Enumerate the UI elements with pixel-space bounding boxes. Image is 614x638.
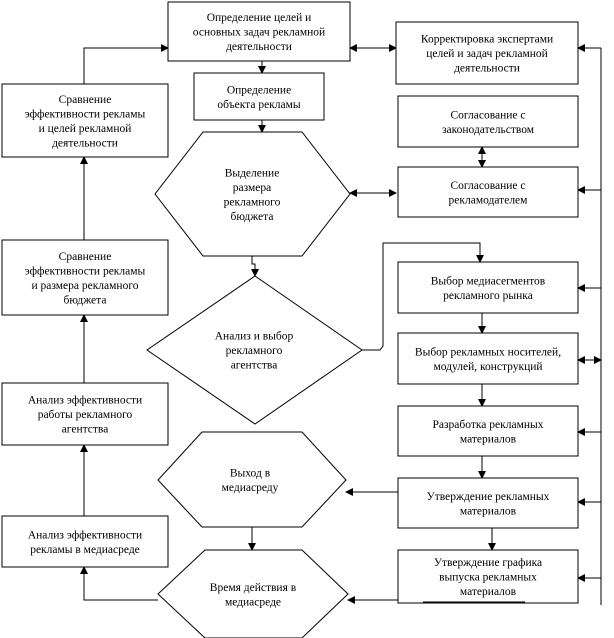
node-label-line: рекламы в медиасреде [30,544,140,556]
node-label-line: деятельности [454,63,520,75]
node-label-line: Утверждение рекламных [427,491,550,503]
node-carriers-box [397,332,579,385]
node-media-eff-text: Анализ эффективности рекламы в медиасреде [28,529,142,556]
node-budget-hex [154,131,351,257]
node-label-line: Выделение [225,167,280,179]
node-law-box [397,95,579,148]
node-media-eff-box [1,515,169,568]
node-label-line: Выбор медиасегментов [431,275,546,287]
node-label-line: Выход в [230,467,271,479]
node-label-line: Согласование с [450,180,525,192]
node-label-line: деятельности [226,41,292,53]
edge-compare-goals-goals [83,44,169,84]
node-segments-box [397,261,579,314]
node-media-time-hex [157,549,349,638]
node-budget-text: Выделение размера рекламного бюджета [224,167,281,223]
node-media-time-text: Время действия в медиасреде [210,582,297,609]
node-label-line: Разработка рекламных [433,419,544,431]
node-compare-budget-box [1,239,169,316]
node-label-line: модулей, конструкций [433,361,542,373]
node-compare-goals-box [1,83,169,158]
node-label-line: медиасреду [222,482,279,494]
node-label-line: бюджета [64,294,107,306]
node-correction-box [395,21,579,85]
node-label-line: медиасреде [225,596,281,608]
node-label-line: рекламного рынка [443,290,533,302]
node-label-line: Выбор рекламных носителей, [415,346,561,358]
node-label-line: объекта рекламы [217,99,301,111]
nodes: Определение целей и основных задач реклам… [1,1,579,638]
node-label-line: Сравнение [59,94,112,106]
node-label-line: Согласование с [450,109,525,121]
node-label-line: основных задач рекламной [193,27,325,39]
node-label-line: эффективности рекламы [25,265,146,277]
node-advertiser-box [397,166,579,218]
edges [80,44,602,605]
node-agency-select-diamond [146,275,363,425]
node-law-text: Согласование с законодательством [442,109,535,136]
node-label-line: Анализ эффективности [28,395,142,407]
node-goals-text: Определение целей и основных задач реклам… [193,12,325,53]
node-label-line: Время действия в [210,582,297,594]
node-label-line: работы рекламного [38,409,133,421]
node-agency-eff-box [1,382,169,446]
node-advertiser-text: Согласование с рекламодателем [449,180,529,207]
node-label-line: Анализ эффективности [28,529,142,541]
node-label-line: бюджета [231,211,274,223]
node-compare-goals-text: Сравнение эффективности рекламы и целей ре… [25,94,146,150]
node-label-line: Определение целей и [207,12,312,24]
node-label-line: размера [233,182,271,194]
node-materials-text: Разработка рекламных материалов [433,419,544,446]
node-label-line: законодательством [442,124,535,136]
node-label-line: Утверждение графика [434,557,542,569]
node-media-exit-hex [157,431,347,528]
node-object-text: Определение объекта рекламы [217,84,301,111]
node-label-line: материалов [460,505,517,517]
node-agency-eff-text: Анализ эффективности работы рекламного аге… [28,395,142,436]
node-label-line: Определение [227,84,291,96]
node-materials-box [397,405,579,457]
node-compare-budget-text: Сравнение эффективности рекламы и размера … [25,251,146,307]
node-label-line: материалов [460,433,517,445]
edge-budget-agency [251,256,259,277]
node-approve-text: Утверждение рекламных материалов [427,491,550,518]
node-label-line: Сравнение [59,251,112,263]
node-object-box [193,72,325,121]
node-approve-box [397,477,579,529]
edge-agency-segments [362,242,484,351]
node-label-line: выпуска рекламных [439,572,537,584]
node-schedule-text: Утверждение графика выпуска рекламных мате… [434,557,542,598]
node-correction-text: Корректировка экспертами целей и задач ре… [421,34,553,75]
edge-time-media-eff [80,566,158,601]
node-label-line: рекламного [224,196,281,208]
node-segments-text: Выбор медиасегментов рекламного рынка [431,275,546,302]
node-label-line: Корректировка экспертами [421,34,553,46]
node-label-line: и целей рекламной [39,123,132,135]
node-schedule-box [397,549,579,604]
node-carriers-text: Выбор рекламных носителей, модулей, конст… [415,346,561,373]
node-label-line: целей и задач рекламной [426,48,548,60]
node-label-line: материалов [460,586,517,598]
node-media-exit-text: Выход в медиасреду [222,467,279,494]
node-label-line: агентства [62,424,109,436]
node-label-line: Анализ и выбор [215,331,294,343]
node-label-line: деятельности [52,137,118,149]
node-label-line: рекламодателем [449,194,529,206]
node-label-line: рекламного [226,345,283,357]
node-label-line: и размера рекламного [31,280,138,292]
node-label-line: агентства [231,360,278,372]
node-agency-select-text: Анализ и выбор рекламного агентства [215,331,294,372]
node-label-line: эффективности рекламы [25,108,146,120]
node-goals-box [167,1,351,62]
